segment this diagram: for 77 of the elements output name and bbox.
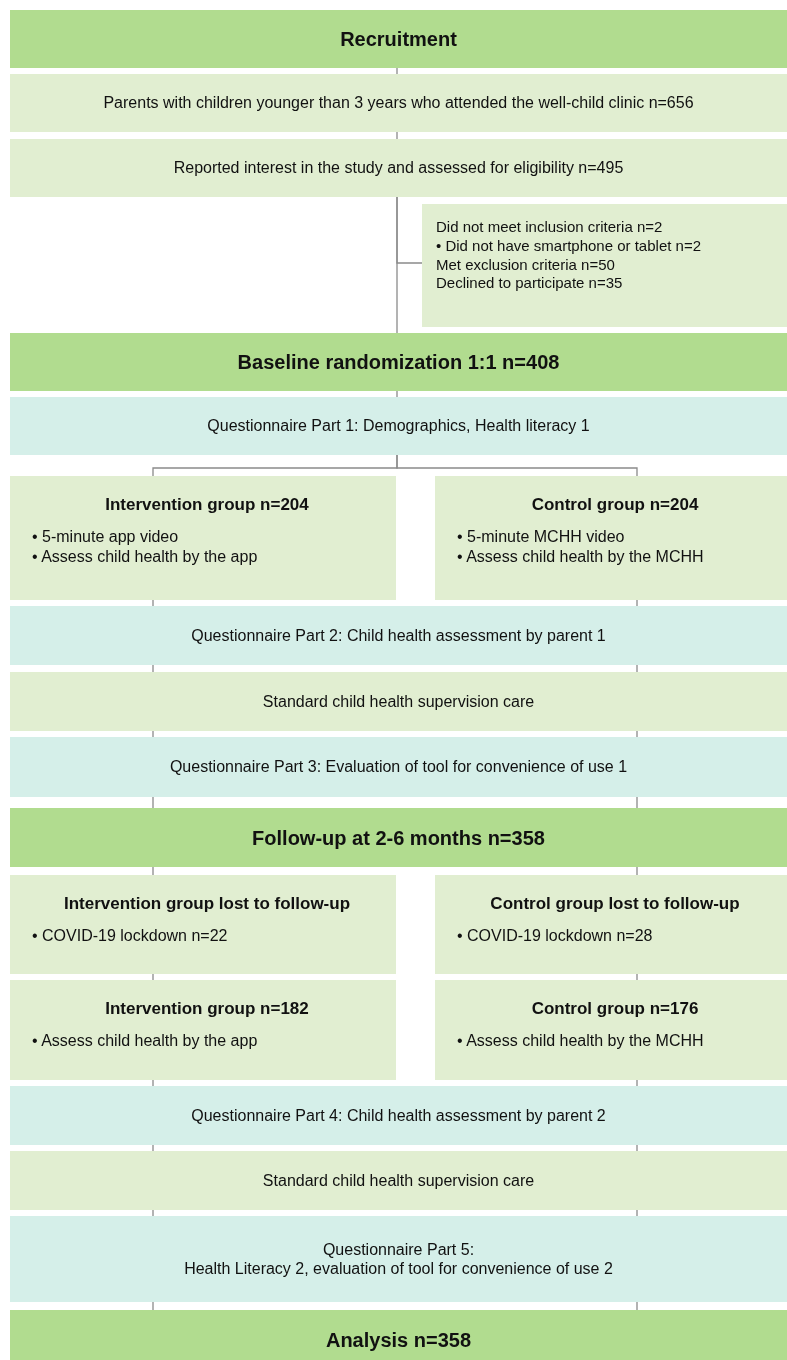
step-text: Analysis n=358 — [325, 1328, 472, 1352]
questionnaire-box — [10, 606, 787, 665]
step-text: Questionnaire Part 5: — [322, 1239, 475, 1259]
stage-band — [10, 333, 787, 391]
connector-line — [152, 1079, 154, 1087]
group-heading: Control group n=204 — [530, 494, 700, 516]
connector-line — [636, 730, 638, 738]
stage-band — [10, 10, 787, 68]
step-text: Questionnaire Part 2: Child health assessment by parent 1 — [191, 625, 606, 646]
step-text: Standard child health supervision care — [262, 1170, 535, 1191]
step-text: Met exclusion criteria n=50 — [436, 255, 615, 275]
group-box — [10, 875, 396, 974]
bullet-item: • Assess child health by the MCHH — [457, 547, 705, 568]
stage-band — [10, 808, 787, 867]
connector-line — [152, 866, 154, 876]
step-text: Follow-up at 2-6 months n=358 — [252, 825, 545, 850]
bullet-item: • COVID-19 lockdown n=22 — [32, 926, 229, 947]
step-text: • Did not have smartphone or tablet n=2 — [436, 236, 701, 256]
connector-line — [152, 1301, 154, 1311]
group-box — [10, 980, 396, 1080]
connector-line — [152, 796, 154, 809]
step-text: Baseline randomization 1:1 n=408 — [237, 350, 560, 374]
connector-line — [636, 1079, 638, 1087]
connector-line — [636, 1209, 638, 1217]
connector-line — [152, 730, 154, 738]
questionnaire-box — [10, 737, 787, 797]
connector-line — [396, 454, 638, 477]
connector-line — [152, 973, 154, 981]
bullet-item: • Assess child health by the app — [32, 1031, 259, 1052]
group-heading: Intervention group lost to follow-up — [62, 893, 352, 915]
connector-line — [152, 1144, 154, 1152]
exclusion-box — [422, 204, 787, 327]
bullet-item: • COVID-19 lockdown n=28 — [457, 926, 654, 947]
group-heading: Control group n=176 — [530, 998, 700, 1020]
step-text: Reported interest in the study and assessed for eligibility n=495 — [173, 158, 624, 178]
questionnaire-box — [10, 1086, 787, 1145]
connector-line — [152, 664, 154, 673]
group-box — [435, 476, 787, 600]
questionnaire-box — [10, 397, 787, 455]
step-text: Questionnaire Part 4: Child health assessment by parent 2 — [191, 1105, 606, 1126]
stage-band — [10, 1310, 787, 1360]
step-text: Parents with children younger than 3 years who attended the well-child clinic n=656 — [103, 93, 694, 113]
step-box — [10, 74, 787, 132]
step-text: Standard child health supervision care — [262, 691, 535, 712]
connector-line — [636, 664, 638, 673]
group-heading: Intervention group n=204 — [104, 494, 310, 516]
connector-line — [396, 67, 398, 75]
connector-line — [636, 599, 638, 607]
connector-line — [636, 1301, 638, 1311]
step-text: Questionnaire Part 1: Demographics, Health literacy 1 — [207, 416, 590, 436]
step-text: Recruitment — [340, 27, 457, 51]
bullet-item: • Assess child health by the MCHH — [457, 1031, 705, 1052]
group-heading: Control group lost to follow-up — [489, 893, 741, 915]
group-box — [435, 875, 787, 974]
step-box — [10, 139, 787, 197]
connector-line — [636, 973, 638, 981]
questionnaire-box — [10, 1216, 787, 1302]
group-box — [435, 980, 787, 1080]
group-heading: Intervention group n=182 — [104, 998, 310, 1020]
step-box — [10, 1151, 787, 1210]
step-box — [10, 672, 787, 731]
connector-line — [636, 1144, 638, 1152]
connector-line — [636, 796, 638, 809]
step-text: Did not meet inclusion criteria n=2 — [436, 218, 663, 237]
connector-line — [396, 196, 398, 334]
connector-line — [636, 866, 638, 876]
step-text: Health Literacy 2, evaluation of tool for convenience of use 2 — [184, 1259, 613, 1279]
connector-line — [396, 131, 398, 140]
bullet-item: • 5-minute MCHH video — [457, 527, 626, 548]
bullet-item: • 5-minute app video — [32, 527, 180, 548]
group-box — [10, 476, 396, 600]
step-text: Declined to participate n=35 — [436, 274, 623, 293]
bullet-item: • Assess child health by the app — [32, 547, 259, 568]
step-text: Questionnaire Part 3: Evaluation of tool for convenience of use 1 — [169, 757, 628, 777]
connector-line — [152, 599, 154, 607]
connector-line — [396, 390, 398, 398]
connector-line — [152, 1209, 154, 1217]
